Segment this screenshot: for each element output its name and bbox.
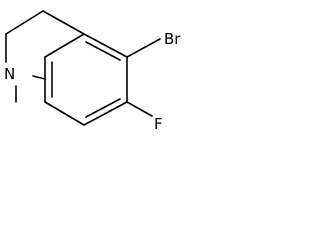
atom-label-bromine: Br bbox=[164, 30, 181, 48]
bond-c7-f bbox=[126, 101, 153, 117]
bond-c3-c4 bbox=[42, 10, 85, 35]
bond-c6-br bbox=[126, 38, 161, 58]
atom-label-nitrogen: N bbox=[4, 65, 15, 83]
bond-c8a-c4a bbox=[44, 33, 85, 58]
double-bond-c6-c7-inner bbox=[85, 98, 121, 118]
atom-label-fluorine: F bbox=[154, 115, 163, 133]
bond-c4a-c5 bbox=[83, 33, 128, 58]
chemical-structure-diagram: N Br F bbox=[4, 10, 181, 133]
bond-c2-c3 bbox=[5, 10, 44, 35]
bond-n1-c8a bbox=[32, 75, 46, 80]
saturated-ring bbox=[5, 10, 85, 80]
bond-c6-c7 bbox=[83, 101, 128, 126]
aromatic-ring bbox=[44, 33, 128, 126]
double-bond-c4a-c5-inner bbox=[85, 41, 121, 61]
bond-c7-c8 bbox=[44, 101, 85, 126]
